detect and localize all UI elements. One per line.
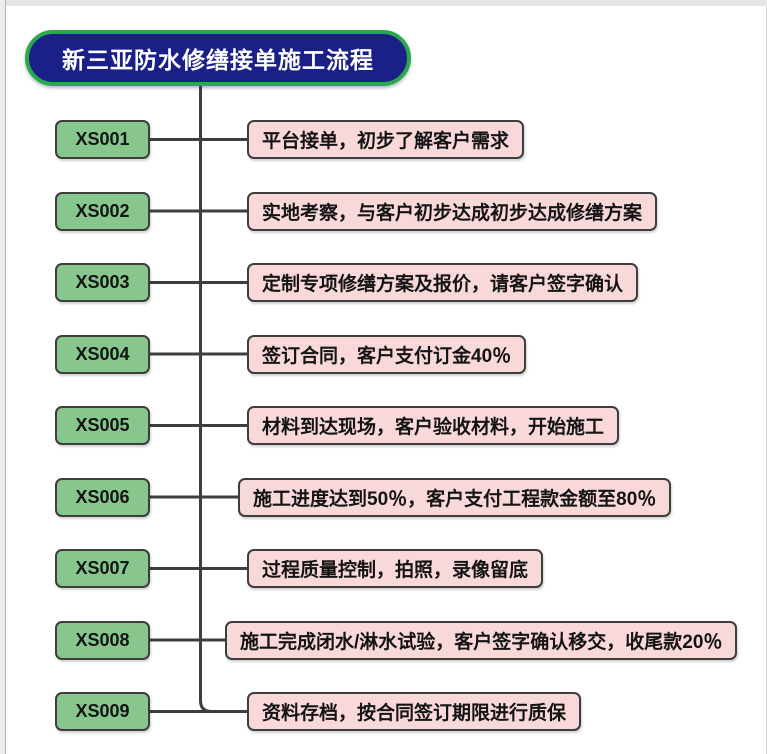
step-desc-box: 材料到达现场，客户验收材料，开始施工 bbox=[247, 406, 620, 445]
step-code-box: XS007 bbox=[55, 549, 150, 588]
step-desc-box: 实地考察，与客户初步达成初步达成修缮方案 bbox=[247, 191, 658, 231]
step-code-box: XS004 bbox=[55, 334, 150, 374]
step-code-box: XS006 bbox=[55, 477, 150, 517]
step-code-box: XS003 bbox=[55, 263, 150, 302]
window-edge-left bbox=[0, 0, 6, 754]
step-desc-box: 签订合同，客户支付订金40％ bbox=[247, 334, 527, 374]
step-desc-box: 资料存档，按合同签订期限进行质保 bbox=[247, 692, 582, 731]
flow-title-text: 新三亚防水修缮接单施工流程 bbox=[62, 47, 374, 73]
step-code-box: XS005 bbox=[55, 406, 150, 445]
flow-title: 新三亚防水修缮接单施工流程 bbox=[25, 30, 411, 86]
step-desc-box: 平台接单，初步了解客户需求 bbox=[247, 120, 525, 159]
step-desc-box: 施工进度达到50％，客户支付工程款金额至80％ bbox=[238, 477, 672, 517]
window-edge-top bbox=[0, 0, 767, 6]
step-desc-box: 定制专项修缮方案及报价，请客户签字确认 bbox=[247, 263, 639, 302]
step-code-box: XS002 bbox=[55, 191, 150, 231]
step-desc-box: 过程质量控制，拍照，录像留底 bbox=[247, 549, 544, 588]
step-desc-box: 施工完成闭水/淋水试验，客户签字确认移交，收尾款20％ bbox=[225, 620, 738, 660]
step-code-box: XS001 bbox=[55, 120, 150, 159]
step-code-box: XS008 bbox=[55, 620, 150, 660]
step-code-box: XS009 bbox=[55, 692, 150, 731]
